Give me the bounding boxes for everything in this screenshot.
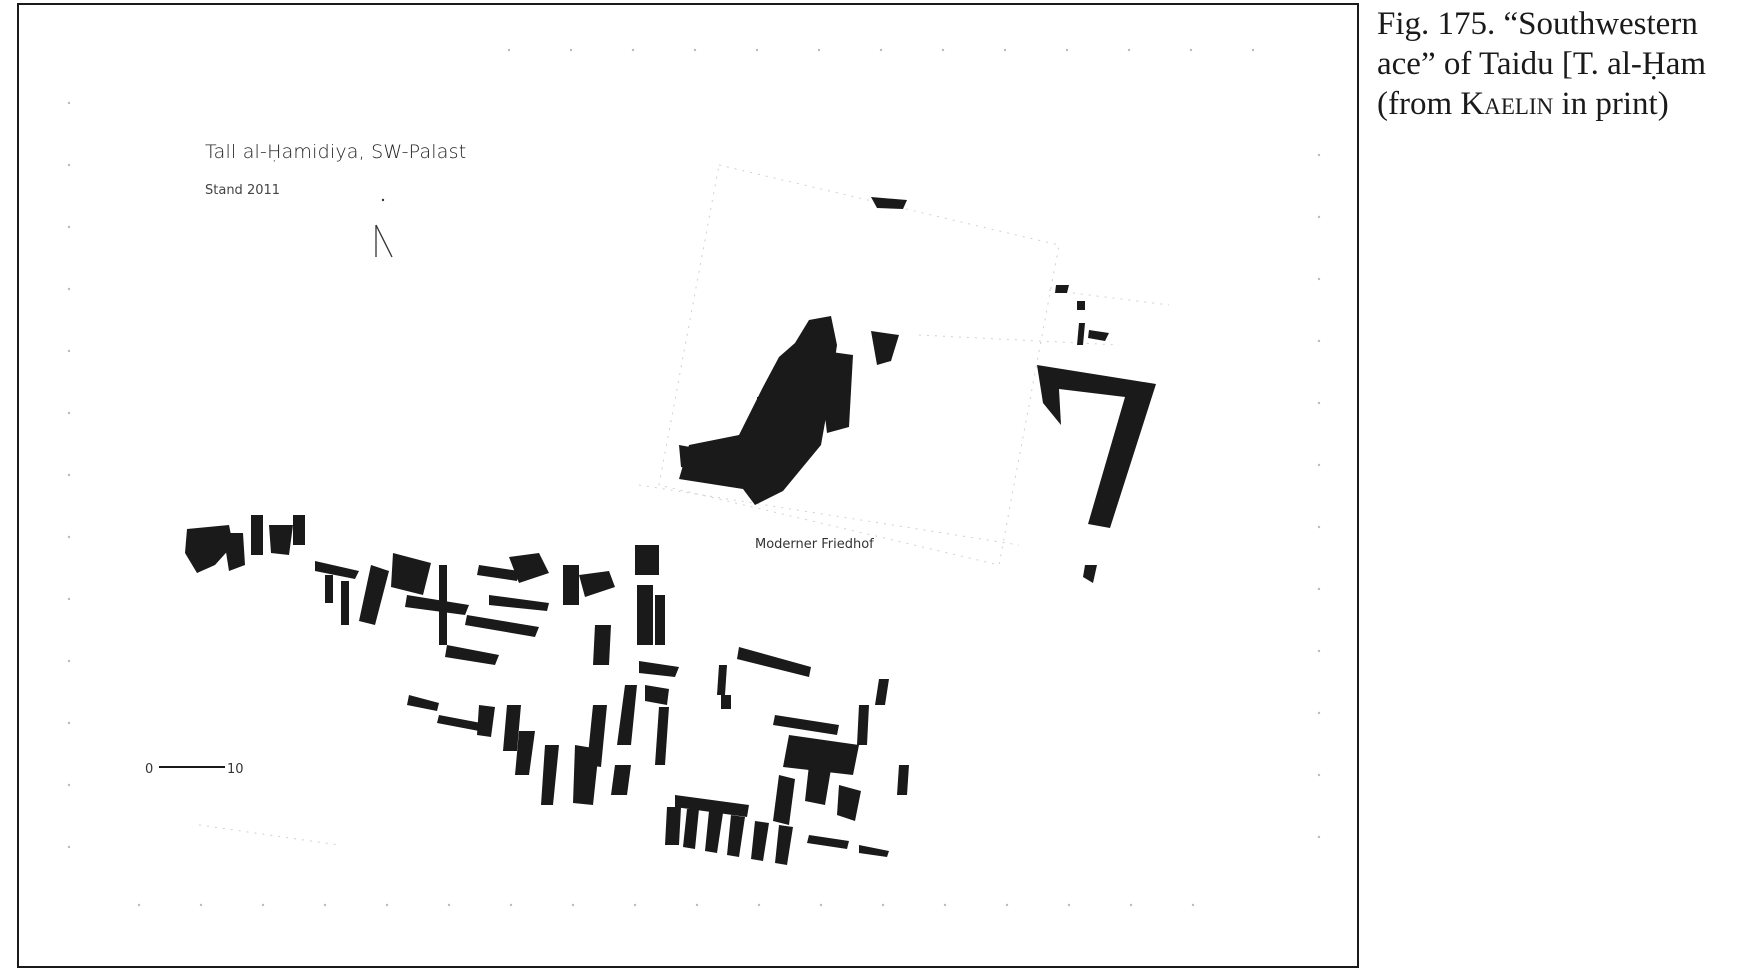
grid-markers xyxy=(67,48,1321,907)
caption-line-3-suffix: in print) xyxy=(1553,86,1669,122)
figure-caption: Fig. 175. “Southwestern ace” of Taidu [T… xyxy=(1377,4,1757,124)
site-plan-drawing xyxy=(67,48,1321,907)
faint-outlines xyxy=(198,164,1170,846)
wall-remains xyxy=(185,197,1156,865)
north-arrow-icon xyxy=(375,198,393,258)
scale-start-label: 0 xyxy=(145,762,154,777)
caption-author: Kaelin xyxy=(1460,86,1554,122)
caption-line-3: (from Kaelin in print) xyxy=(1377,84,1757,124)
plan-title: Tall al-Ḥamidiya, SW-Palast xyxy=(205,141,467,163)
plan-subtitle: Stand 2011 xyxy=(205,183,281,198)
plan-figure-frame: Tall al-Ḥamidiya, SW-Palast Stand 2011 M… xyxy=(17,3,1359,968)
caption-line-3-prefix: (from xyxy=(1377,86,1461,122)
caption-line-2: ace” of Taidu [T. al-Ḥam xyxy=(1377,46,1707,82)
cemetery-label: Moderner Friedhof xyxy=(755,537,874,552)
scale-end-label: 10 xyxy=(227,762,244,777)
caption-line-1: Fig. 175. “Southwestern xyxy=(1377,6,1698,42)
